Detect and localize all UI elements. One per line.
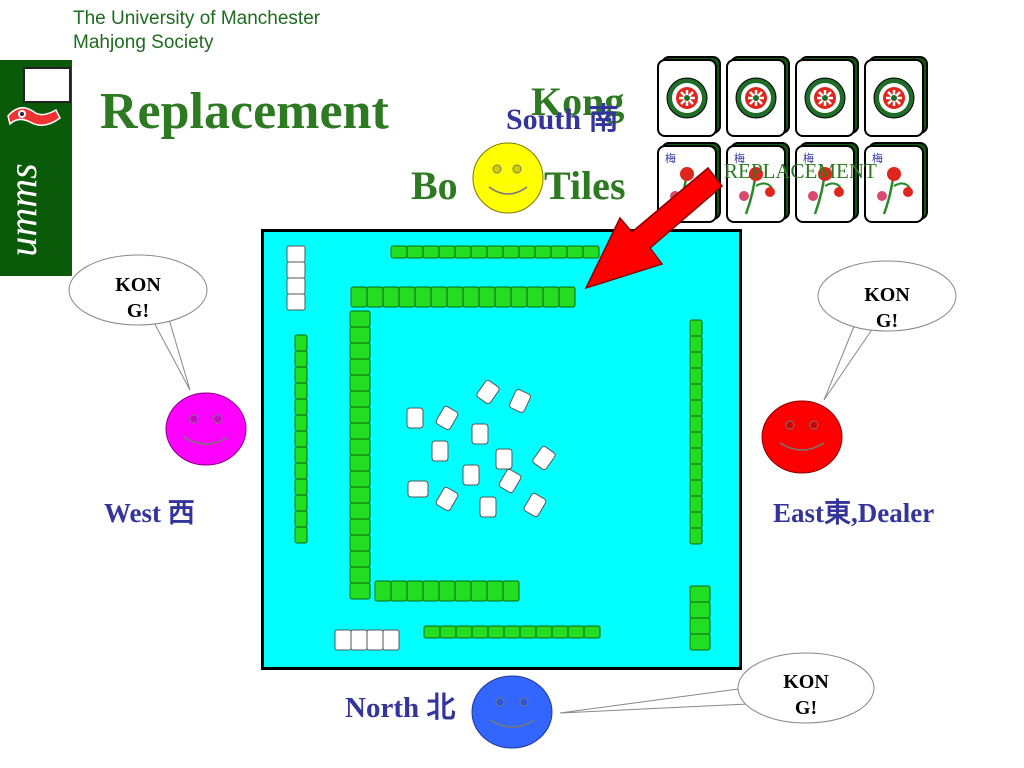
callout-line-2: G! xyxy=(126,300,150,322)
logo-text: umms xyxy=(0,163,45,256)
west-player-face xyxy=(165,392,247,466)
bonus-label-right: Tiles xyxy=(544,163,626,208)
kong-tiles xyxy=(657,55,929,138)
east-player-face xyxy=(761,400,843,474)
red-arrow-icon xyxy=(584,166,724,290)
circle-dot-tile-icon xyxy=(725,55,791,138)
logo-tile-icon xyxy=(23,67,71,103)
society-name: The University of Manchester Mahjong Soc… xyxy=(73,7,320,55)
south-label: South 南 xyxy=(506,103,619,136)
bonus-label-left: Bo xyxy=(411,163,458,208)
circle-dot-tile-icon xyxy=(794,55,860,138)
north-player-label: North 北 xyxy=(345,692,456,724)
callout-line-1: KON xyxy=(864,284,910,306)
callout-line-1: KON xyxy=(783,671,829,693)
callout-line-2: G! xyxy=(794,697,818,719)
dragon-icon xyxy=(7,107,61,126)
west-kong-callout: KON G! xyxy=(100,272,176,324)
west-player-label: West 西 xyxy=(104,498,195,528)
south-player-face xyxy=(472,142,544,214)
society-line-2: Mahjong Society xyxy=(73,32,214,53)
callout-line-1: KON xyxy=(115,274,161,296)
circle-dot-tile-icon xyxy=(863,55,929,138)
callout-line-2: G! xyxy=(875,310,899,332)
kong-label: Kong xyxy=(531,79,625,124)
logo-art: umms xyxy=(0,67,71,257)
svg-text:梅: 梅 xyxy=(665,151,676,165)
east-player-label: East東,Dealer xyxy=(773,498,935,528)
north-player-face xyxy=(471,675,553,749)
replacement-label: REPLACEMENT xyxy=(724,159,877,183)
north-kong-callout: KON G! xyxy=(768,669,844,721)
society-line-1: The University of Manchester xyxy=(73,8,321,29)
society-logo: umms xyxy=(0,60,72,276)
east-kong-callout: KON G! xyxy=(849,282,925,334)
slide-title: Replacement xyxy=(100,83,389,140)
